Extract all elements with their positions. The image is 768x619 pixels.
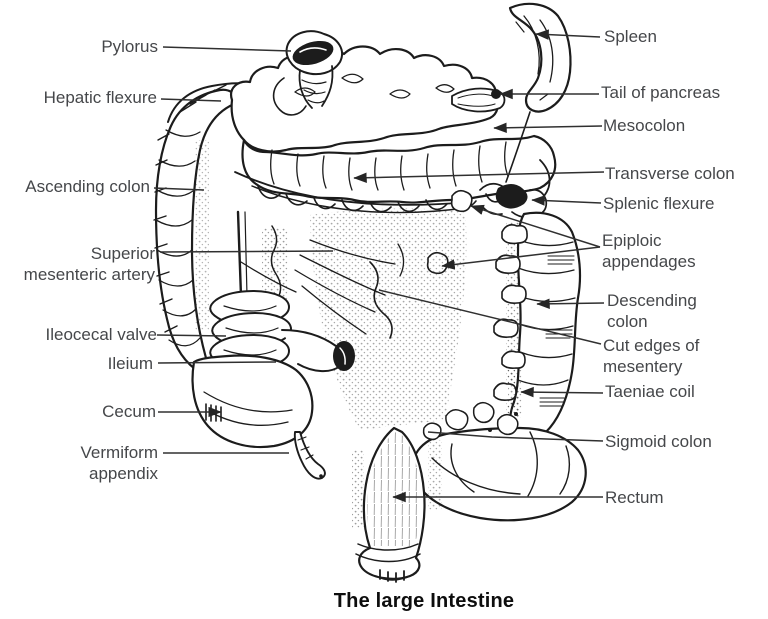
leader-hepatic-flexure (160, 98, 222, 102)
label-superior-mesenteric-artery: Superior mesenteric artery (23, 244, 155, 284)
mesentery-shape (262, 208, 467, 430)
label-epiploic-appendages: Epiploic appendages (602, 231, 696, 271)
leader-superior-mesenteric-artery (159, 250, 334, 253)
leader-mesocolon (493, 122, 603, 134)
rectum-shape (352, 426, 442, 583)
leader-taeniae-coil (520, 386, 604, 398)
leader-sigmoid-colon (427, 431, 604, 442)
leader-pylorus (162, 46, 292, 52)
anatomy-drawing (153, 2, 587, 583)
leader-spleen (535, 29, 601, 40)
label-ascending-colon: Ascending colon (25, 177, 150, 196)
superior-mesenteric-artery-shape (236, 210, 297, 298)
leader-ileium (157, 361, 277, 364)
leader-epiploic-lower (441, 246, 601, 270)
leader-descending-colon (536, 298, 605, 310)
label-ileium: Ileium (107, 354, 153, 373)
label-splenic-flexure: Splenic flexure (603, 194, 715, 213)
label-rectum: Rectum (605, 488, 664, 507)
label-taeniae-coil: Taeniae coil (605, 382, 695, 401)
leader-ascending-colon (153, 187, 205, 191)
label-descending-colon: Descending colon (607, 291, 697, 331)
label-mesocolon: Mesocolon (603, 116, 686, 135)
tail-of-pancreas-shape (451, 87, 506, 113)
label-ileocecal-valve: Ileocecal valve (45, 325, 157, 344)
leader-splenic-flexure (531, 195, 602, 206)
leader-transverse-colon (353, 171, 605, 183)
figure-caption: The large Intestine (333, 590, 515, 612)
label-transverse-colon: Transverse colon (605, 164, 735, 183)
label-vermiform-appendix: Vermiform appendix (80, 443, 158, 483)
label-cut-edges-of-mesentery: Cut edges of mesentery (603, 336, 700, 376)
label-hepatic-flexure: Hepatic flexure (43, 88, 157, 107)
label-sigmoid-colon: Sigmoid colon (605, 432, 712, 451)
spleen-shape (505, 2, 572, 183)
leader-lines (153, 29, 605, 503)
leader-ileocecal-valve (156, 334, 227, 337)
label-cecum: Cecum (102, 402, 156, 421)
leader-epiploic-upper (470, 204, 601, 248)
label-tail-of-pancreas: Tail of pancreas (601, 83, 721, 102)
vermiform-appendix-shape (293, 431, 326, 480)
label-spleen: Spleen (604, 27, 657, 46)
pylorus-shape (272, 30, 343, 116)
label-pylorus: Pylorus (101, 37, 158, 56)
leader-cut-edges-of-mesentery (378, 289, 602, 345)
